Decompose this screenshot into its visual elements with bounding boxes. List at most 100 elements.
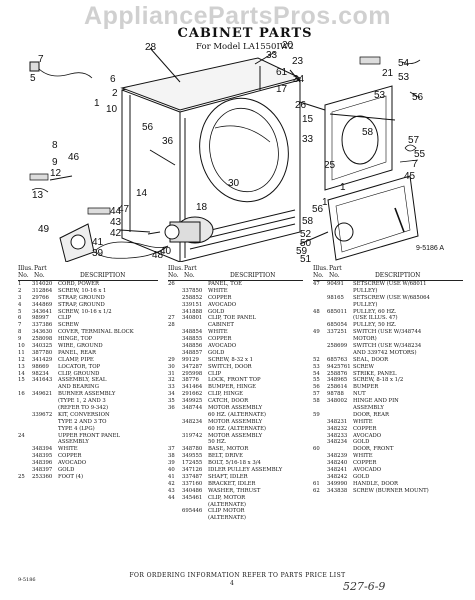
part-number: 258852 [182,294,203,301]
part-description: GOLD [353,439,370,446]
part-number: 340801 [182,315,203,322]
part-description: (USE ILLUS. 47) [353,315,398,322]
callout-13: 13 [32,190,44,201]
part-number: 343838 [327,487,348,494]
parts-list-row: 685054 PULLEY, 50 HZ. [313,322,463,329]
callout-59: 59 [296,246,308,257]
parts-list-row: ASSEMBLY [313,405,463,412]
part-number: 348234 [327,439,348,446]
part-number: 347126 [182,467,203,474]
illus-number: 36 [168,405,175,412]
part-description: COPPER [208,294,232,301]
illus-number: 11 [18,349,25,356]
part-description: SCREW (BURNER MOUNT) [353,487,429,494]
part-description: CLAMP, PIPE [58,356,94,363]
part-description: KIT, CONVERSION [58,411,110,418]
part-description: SEAL, DOOR [353,356,389,363]
part-number: 90491 [327,281,344,287]
part-description: SWITCH (USE W/348744 [353,329,422,336]
part-description: BURNER ASSEMBLY [58,391,116,398]
page-number: 4 [230,580,234,587]
part-description: CLIP MOTOR [208,508,245,515]
part-description: AND BEARING [58,384,99,391]
part-description: COPPER [58,453,82,460]
part-number: 337160 [182,480,203,487]
header-part: Part [184,265,197,272]
part-number: 341888 [182,308,203,315]
part-number: 99129 [182,356,199,363]
parts-list-row: PULLEY) [313,288,463,295]
title-block: CABINET PARTS For Model LA1550IW2 [155,26,335,52]
part-description: WHITE [208,329,228,336]
part-description: SCREW [353,363,374,370]
part-number: 337487 [182,473,203,480]
part-description: SCREW, 8-18 x 1/2 [353,377,404,384]
callout-52: 52 [300,229,312,240]
part-number: 295998 [182,370,203,377]
ordering-info: FOR ORDERING INFORMATION REFER TO PARTS … [129,572,346,579]
callout-5: 5 [30,73,36,84]
illus-number: 16 [18,391,25,398]
parts-list-row: (ALTERNATE) [168,502,303,509]
part-description: (ALTERNATE) [208,501,247,508]
parts-list-row: AND BEARING [18,384,158,391]
part-number: 347287 [182,363,203,370]
parts-list-row: (ALTERNATE) [168,515,303,522]
illus-number: 43 [168,487,175,494]
illus-number: 9 [18,336,22,343]
callout-20: 20 [282,40,294,51]
part-description: 60 HZ. (ALTERNATE) [208,425,266,432]
callout-55: 55 [414,149,426,160]
part-number: 98165 [327,294,344,301]
part-description: PULLEY) [353,287,378,294]
callout-14: 14 [136,188,148,199]
callout-18: 18 [196,202,208,213]
part-description: ASSEMBLY, SEAL [58,377,107,384]
part-description: PULLEY, 50 HZ. [353,322,397,329]
part-number: 348241 [327,467,348,474]
illus-number: 3 [18,294,22,301]
callout-36: 36 [162,136,174,147]
part-description: CLIP, MOTOR [208,494,246,501]
illus-number: 24 [18,432,25,439]
callout-15: 15 [302,114,314,125]
parts-list-row: (TYPE 1, 2 AND 3 [18,398,158,405]
callout-56: 56 [412,92,424,103]
illus-number: 26 [168,281,175,287]
part-number: 341429 [32,356,53,363]
header-no: No. [313,272,324,279]
model-subtitle: For Model LA1550IW2 [196,42,294,52]
callout-26: 26 [295,100,307,111]
header-part: Part [34,265,47,272]
part-number: 685054 [327,322,348,329]
callout-53b: 53 [374,90,386,101]
callout-25: 25 [324,160,336,171]
part-number: 348965 [327,377,348,384]
part-description: STRAP, GROUND [58,294,105,301]
part-number: 314020 [32,281,53,287]
part-description: CLIP [58,315,72,322]
callout-50: 50 [300,238,312,249]
